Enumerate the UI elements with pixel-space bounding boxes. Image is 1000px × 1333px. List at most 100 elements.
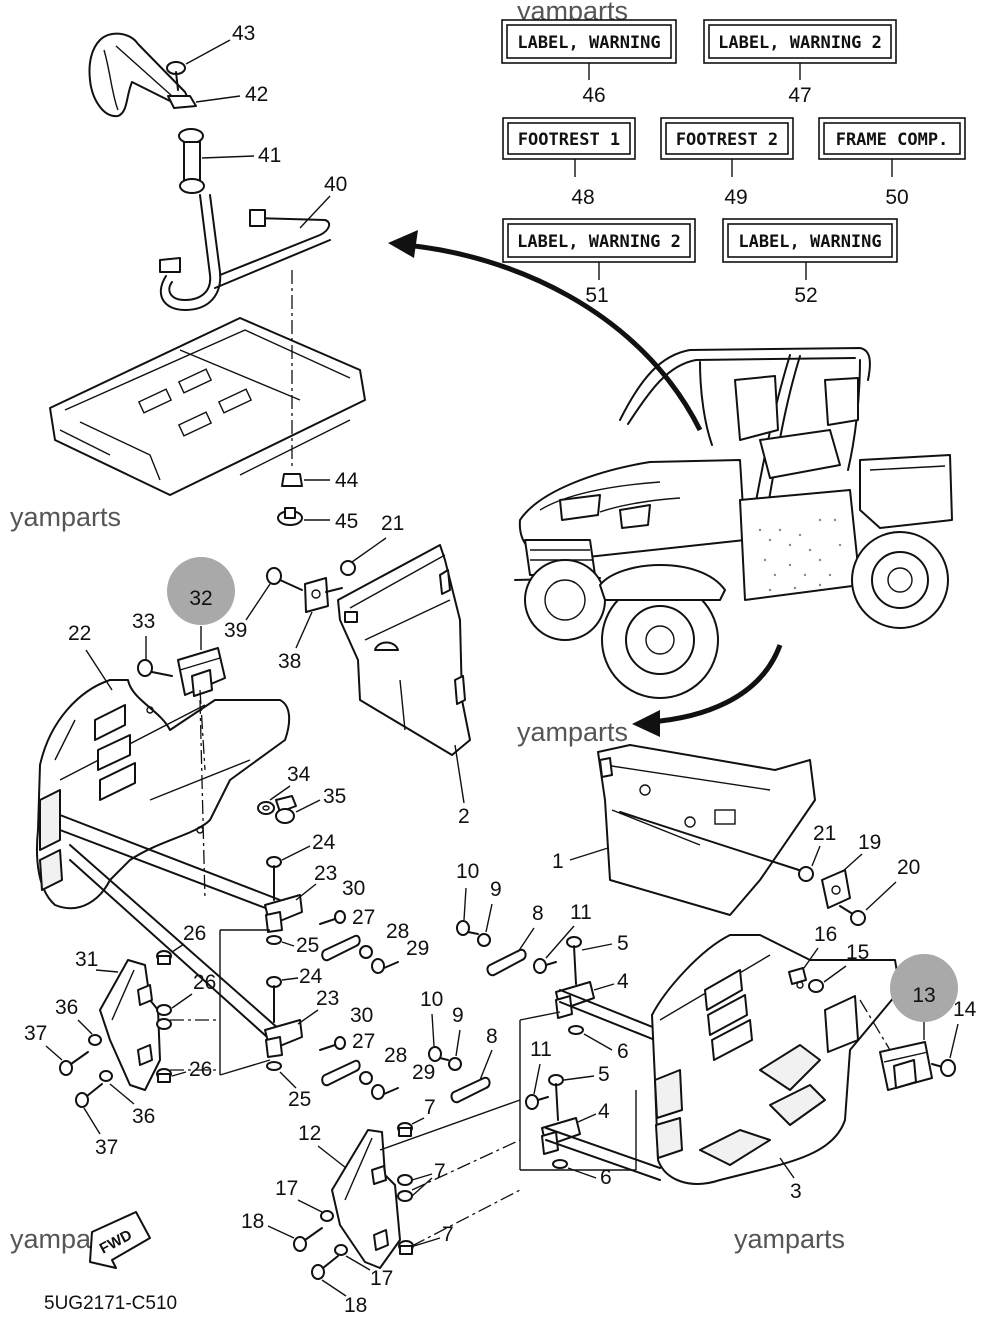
- bolt-18-a: [293, 1227, 323, 1252]
- callout-22: 22: [68, 622, 91, 645]
- callout-7: 7: [442, 1223, 454, 1246]
- svg-text:LABEL, WARNING 2: LABEL, WARNING 2: [517, 232, 681, 252]
- callout-10: 10: [456, 860, 479, 883]
- label-48: FOOTREST 1 48: [502, 117, 636, 209]
- callout-39: 39: [224, 619, 247, 642]
- washer-36-b: [99, 1070, 113, 1082]
- callout-11: 11: [570, 901, 592, 924]
- callout-8: 8: [532, 902, 544, 925]
- arrow-to-footrest: [632, 644, 783, 737]
- callout-30: 30: [342, 877, 365, 900]
- latch-13: [879, 1041, 933, 1091]
- washer-9-upper: [477, 933, 491, 947]
- callout-25: 25: [288, 1088, 311, 1111]
- svg-text:48: 48: [571, 186, 594, 209]
- floor-panel: [49, 317, 366, 496]
- bolt-29-lower: [371, 1084, 399, 1100]
- washer-28-upper: [359, 945, 373, 959]
- clip-6-upper: [568, 1025, 584, 1035]
- callout-5: 5: [617, 932, 629, 955]
- svg-text:FOOTREST 2: FOOTREST 2: [676, 130, 778, 150]
- label-49: FOOTREST 2 49: [660, 117, 794, 209]
- label-51: LABEL, WARNING 2 51: [502, 218, 696, 307]
- label-52: LABEL, WARNING 52: [722, 218, 898, 307]
- bolt-5-upper: [566, 936, 582, 985]
- label-47: LABEL, WARNING 2 47: [703, 19, 897, 107]
- callout-43: 43: [232, 22, 255, 45]
- callout-16: 16: [814, 923, 837, 946]
- callout-33: 33: [132, 610, 155, 633]
- callout-4: 4: [617, 970, 629, 993]
- screw-33: [137, 659, 173, 677]
- nut-21-upper: [340, 560, 356, 576]
- callout-23: 23: [314, 862, 337, 885]
- washer-9-lower: [448, 1057, 462, 1071]
- callout-32: 32: [189, 587, 212, 610]
- svg-text:LABEL, WARNING 2: LABEL, WARNING 2: [718, 33, 882, 53]
- callout-9: 9: [452, 1004, 464, 1027]
- link-27-upper: [321, 934, 361, 962]
- fwd-arrow-icon: FWD: [89, 1211, 151, 1269]
- svg-text:FOOTREST 1: FOOTREST 1: [518, 130, 620, 150]
- callout-45: 45: [335, 510, 358, 533]
- callout-26: 26: [183, 922, 206, 945]
- callout-36: 36: [132, 1105, 155, 1128]
- callout-2: 2: [458, 805, 470, 828]
- bolt-37-b: [75, 1083, 103, 1108]
- callout-40: 40: [324, 173, 347, 196]
- bolt-24-lower: [266, 976, 282, 1023]
- callout-17: 17: [370, 1267, 393, 1290]
- bracket-12: [331, 1129, 401, 1269]
- bracket-19: [821, 869, 851, 909]
- nut-16: [788, 967, 807, 985]
- callout-21: 21: [381, 512, 404, 535]
- bracket-1: [597, 744, 816, 916]
- callout-25: 25: [296, 934, 319, 957]
- bracket-38: [304, 577, 343, 613]
- callout-37: 37: [95, 1136, 118, 1159]
- callout-42: 42: [245, 83, 268, 106]
- callout-23: 23: [316, 987, 339, 1010]
- washer-17-a: [320, 1210, 334, 1222]
- callout-20: 20: [897, 856, 920, 879]
- bolt-30-lower: [319, 1036, 346, 1051]
- bolt-43: [166, 61, 186, 91]
- callout-35: 35: [323, 785, 346, 808]
- label-50: FRAME COMP. 50: [818, 117, 966, 209]
- callout-44: 44: [335, 469, 359, 492]
- callout-14: 14: [953, 998, 977, 1021]
- callout-37: 37: [24, 1022, 47, 1045]
- callout-6: 6: [617, 1040, 629, 1063]
- callout-27: 27: [352, 1030, 375, 1053]
- callout-15: 15: [846, 941, 869, 964]
- svg-text:49: 49: [724, 186, 747, 209]
- footrest-3: [651, 934, 901, 1185]
- nut-7-b: [397, 1174, 413, 1202]
- watermark: yamparts: [517, 717, 628, 747]
- watermark: yamparts: [10, 502, 121, 532]
- arrow-to-frame: [388, 230, 703, 432]
- callout-24: 24: [312, 831, 336, 854]
- callout-21: 21: [813, 822, 836, 845]
- callout-1: 1: [552, 850, 564, 873]
- callout-3: 3: [790, 1180, 802, 1203]
- clip-25-lower: [266, 1061, 282, 1071]
- svg-text:47: 47: [788, 84, 811, 107]
- callout-34: 34: [287, 763, 311, 786]
- clip-6-lower: [552, 1159, 568, 1169]
- washer-28-lower: [359, 1071, 373, 1085]
- callout-24: 24: [299, 965, 323, 988]
- svg-text:LABEL, WARNING: LABEL, WARNING: [738, 232, 881, 252]
- nut-7-c: [398, 1240, 414, 1255]
- link-27-lower: [321, 1059, 361, 1087]
- svg-text:46: 46: [582, 84, 605, 107]
- callout-11: 11: [530, 1038, 552, 1061]
- link-8-upper: [486, 948, 527, 977]
- highlight-13: [890, 954, 958, 1022]
- callout-29: 29: [406, 937, 429, 960]
- svg-text:50: 50: [885, 186, 908, 209]
- callout-31: 31: [75, 948, 98, 971]
- watermark: yamparts: [734, 1224, 845, 1254]
- hinge-23-lower: [264, 1019, 303, 1058]
- hinge-4-lower: [541, 1117, 581, 1155]
